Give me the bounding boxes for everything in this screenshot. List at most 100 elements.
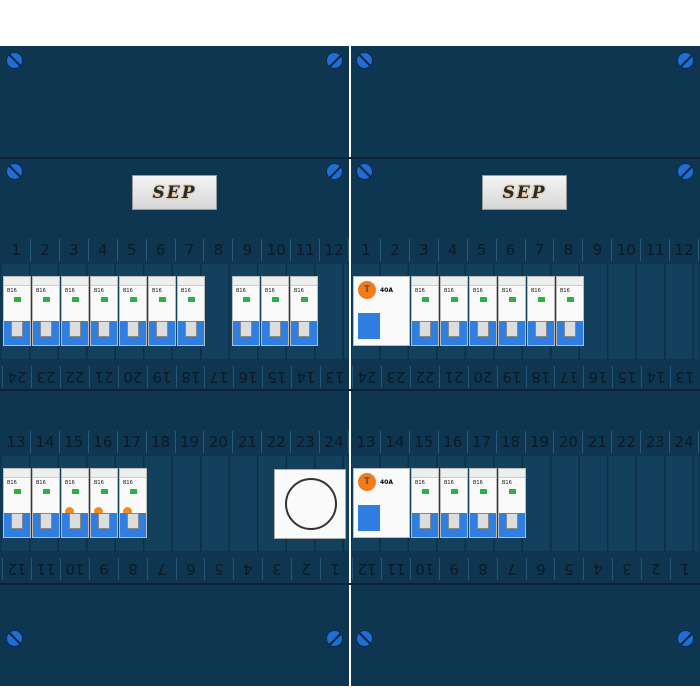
circuit-number: 10 <box>612 239 642 261</box>
breaker-toggle[interactable] <box>69 513 81 529</box>
circuit-breaker-module[interactable]: B16 <box>3 276 31 346</box>
circuit-number: 9 <box>88 558 118 580</box>
breaker-toggle[interactable] <box>11 513 23 529</box>
circuit-number: 5 <box>118 239 147 261</box>
circuit-number: 8 <box>204 239 234 261</box>
circuit-number: 24 <box>670 431 700 453</box>
breaker-toggle[interactable] <box>419 513 431 529</box>
rcd-module[interactable]: T 40A <box>353 468 410 538</box>
circuit-breaker-module[interactable]: B16 <box>440 276 468 346</box>
breaker-toggle[interactable] <box>506 513 518 529</box>
test-icon <box>94 507 103 516</box>
breaker-toggle[interactable] <box>448 513 460 529</box>
breaker-toggle[interactable] <box>69 321 81 337</box>
circuit-breaker-module[interactable]: B16 <box>32 276 60 346</box>
circuit-breaker-module[interactable]: B16 <box>527 276 555 346</box>
circuit-breaker-module[interactable]: B16 <box>469 468 497 538</box>
circuit-breaker-module[interactable]: B16 <box>498 468 526 538</box>
breaker-rating: B16 <box>444 288 454 294</box>
breaker-toggle[interactable] <box>98 321 110 337</box>
brand-strip <box>528 277 554 286</box>
breaker-toggle[interactable] <box>448 321 460 337</box>
breaker-toggle[interactable] <box>477 321 489 337</box>
circuit-number: 6 <box>497 239 526 261</box>
circuit-number: 23 <box>380 366 410 388</box>
breaker-toggle[interactable] <box>40 513 52 529</box>
circuit-breaker-module[interactable]: B16 <box>469 276 497 346</box>
circuit-breaker-module[interactable]: B16 <box>32 468 60 538</box>
circuit-breaker-module[interactable]: B16 <box>232 276 260 346</box>
breaker-toggle[interactable] <box>127 513 139 529</box>
circuit-breaker-module[interactable]: B16 <box>119 468 147 538</box>
breaker-toggle[interactable] <box>11 321 23 337</box>
circuit-number: 24 <box>352 366 381 388</box>
brand-strip <box>120 469 146 478</box>
circuit-number: 22 <box>59 366 89 388</box>
breaker-rating: B16 <box>7 288 17 294</box>
circuit-number: 18 <box>147 431 176 453</box>
circuit-breaker-module[interactable]: B16 <box>90 276 118 346</box>
breaker-toggle[interactable] <box>240 321 252 337</box>
circuit-number: 2 <box>291 558 321 580</box>
circuit-breaker-module[interactable]: B16 <box>148 276 176 346</box>
test-button[interactable]: T <box>358 473 376 491</box>
circuit-number: 9 <box>583 239 613 261</box>
circuit-breaker-module[interactable]: B16 <box>440 468 468 538</box>
indicator-icon <box>14 297 21 302</box>
indicator-icon <box>272 297 279 302</box>
test-icon <box>65 507 74 516</box>
circuit-breaker-module[interactable]: B16 <box>119 276 147 346</box>
circuit-breaker-module[interactable]: B16 <box>498 276 526 346</box>
circuit-breaker-module[interactable]: B16 <box>290 276 318 346</box>
breaker-toggle[interactable] <box>127 321 139 337</box>
breaker-toggle[interactable] <box>40 321 52 337</box>
brand-strip <box>441 469 467 478</box>
circuit-number: 14 <box>31 431 60 453</box>
breaker-toggle[interactable] <box>419 321 431 337</box>
circuit-breaker-module[interactable]: B16 <box>411 468 439 538</box>
breaker-toggle[interactable] <box>535 321 547 337</box>
brand-logo: SEP <box>482 175 567 210</box>
breaker-toggle[interactable] <box>98 513 110 529</box>
circuit-number: 2 <box>31 239 60 261</box>
screw-icon <box>326 163 343 180</box>
socket-outlet[interactable] <box>274 469 346 539</box>
breaker-toggle[interactable] <box>564 321 576 337</box>
circuit-number: 13 <box>670 366 700 388</box>
breaker-toggle[interactable] <box>506 321 518 337</box>
breaker-toggle[interactable] <box>269 321 281 337</box>
circuit-number: 19 <box>496 366 526 388</box>
rcd-module[interactable]: T 40A <box>353 276 410 346</box>
circuit-breaker-module[interactable]: B16 <box>556 276 584 346</box>
breaker-toggle[interactable] <box>156 321 168 337</box>
circuit-breaker-module[interactable]: B16 <box>177 276 205 346</box>
test-button[interactable]: T <box>358 281 376 299</box>
breaker-rating: B16 <box>181 288 191 294</box>
circuit-breaker-module[interactable]: B16 <box>61 276 89 346</box>
circuit-breaker-module[interactable]: B16 <box>411 276 439 346</box>
breaker-rating: B16 <box>415 288 425 294</box>
circuit-number: 11 <box>291 239 321 261</box>
breaker-toggle[interactable] <box>298 321 310 337</box>
circuit-breaker-module[interactable]: B16 <box>61 468 89 538</box>
indicator-icon <box>480 297 487 302</box>
rcd-lever[interactable] <box>358 505 380 531</box>
circuit-number: 10 <box>59 558 89 580</box>
breaker-toggle[interactable] <box>477 513 489 529</box>
rcd-lever[interactable] <box>358 313 380 339</box>
brand-strip <box>4 469 30 478</box>
circuit-breaker-module[interactable]: B16 <box>3 468 31 538</box>
indicator-icon <box>538 297 545 302</box>
breaker-rating: B16 <box>123 288 133 294</box>
circuit-number: 6 <box>147 239 176 261</box>
brand-strip <box>33 277 59 286</box>
circuit-breaker-module[interactable]: B16 <box>90 468 118 538</box>
breaker-rating: B16 <box>65 288 75 294</box>
circuit-number: 15 <box>60 431 89 453</box>
breaker-rating: B16 <box>65 480 75 486</box>
breaker-toggle[interactable] <box>185 321 197 337</box>
circuit-breaker-module[interactable]: B16 <box>261 276 289 346</box>
breaker-rating: B16 <box>502 480 512 486</box>
